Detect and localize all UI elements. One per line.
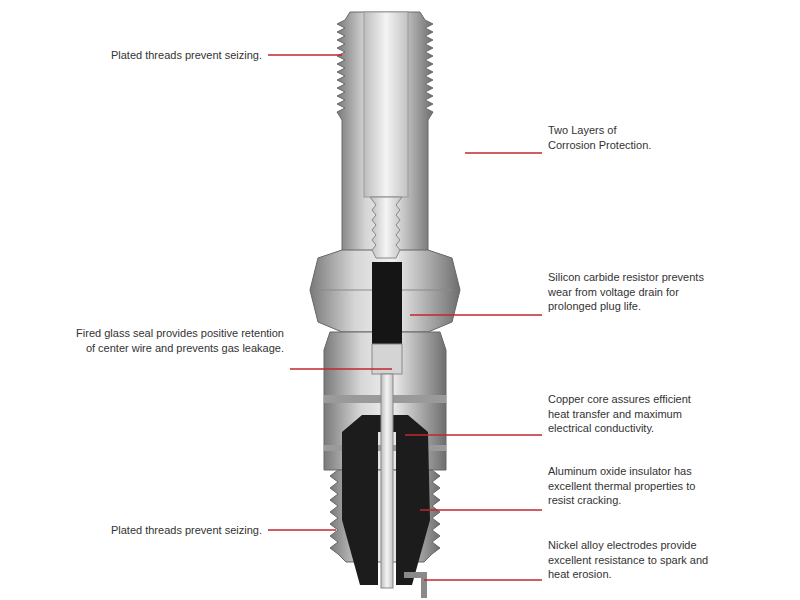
callout-label: Two Layers of Corrosion Protection. xyxy=(548,123,662,152)
ground-electrode xyxy=(404,575,424,598)
leader-line xyxy=(465,152,542,154)
leader-line xyxy=(420,509,542,511)
callout-label: Aluminum oxide insulator has excellent t… xyxy=(548,464,700,508)
terminal xyxy=(364,12,408,197)
callout-label: Nickel alloy electrodes provide excellen… xyxy=(548,538,716,582)
leader-line xyxy=(410,314,542,316)
leader-line xyxy=(268,54,342,56)
terminal-stud xyxy=(370,197,402,258)
leader-line xyxy=(424,579,542,581)
resistor xyxy=(372,262,402,344)
leader-line xyxy=(290,368,392,370)
leader-lines xyxy=(268,55,542,580)
callout-label: Copper core assures efficient heat trans… xyxy=(548,392,708,436)
callout-label: Plated threads prevent seizing. xyxy=(111,523,262,538)
center-electrode xyxy=(381,374,393,588)
leader-line xyxy=(405,434,542,436)
leader-line xyxy=(268,529,336,531)
callout-label: Plated threads prevent seizing. xyxy=(111,48,262,63)
callout-label: Fired glass seal provides positive reten… xyxy=(69,326,284,355)
callout-label: Silicon carbide resistor prevents wear f… xyxy=(548,270,726,314)
